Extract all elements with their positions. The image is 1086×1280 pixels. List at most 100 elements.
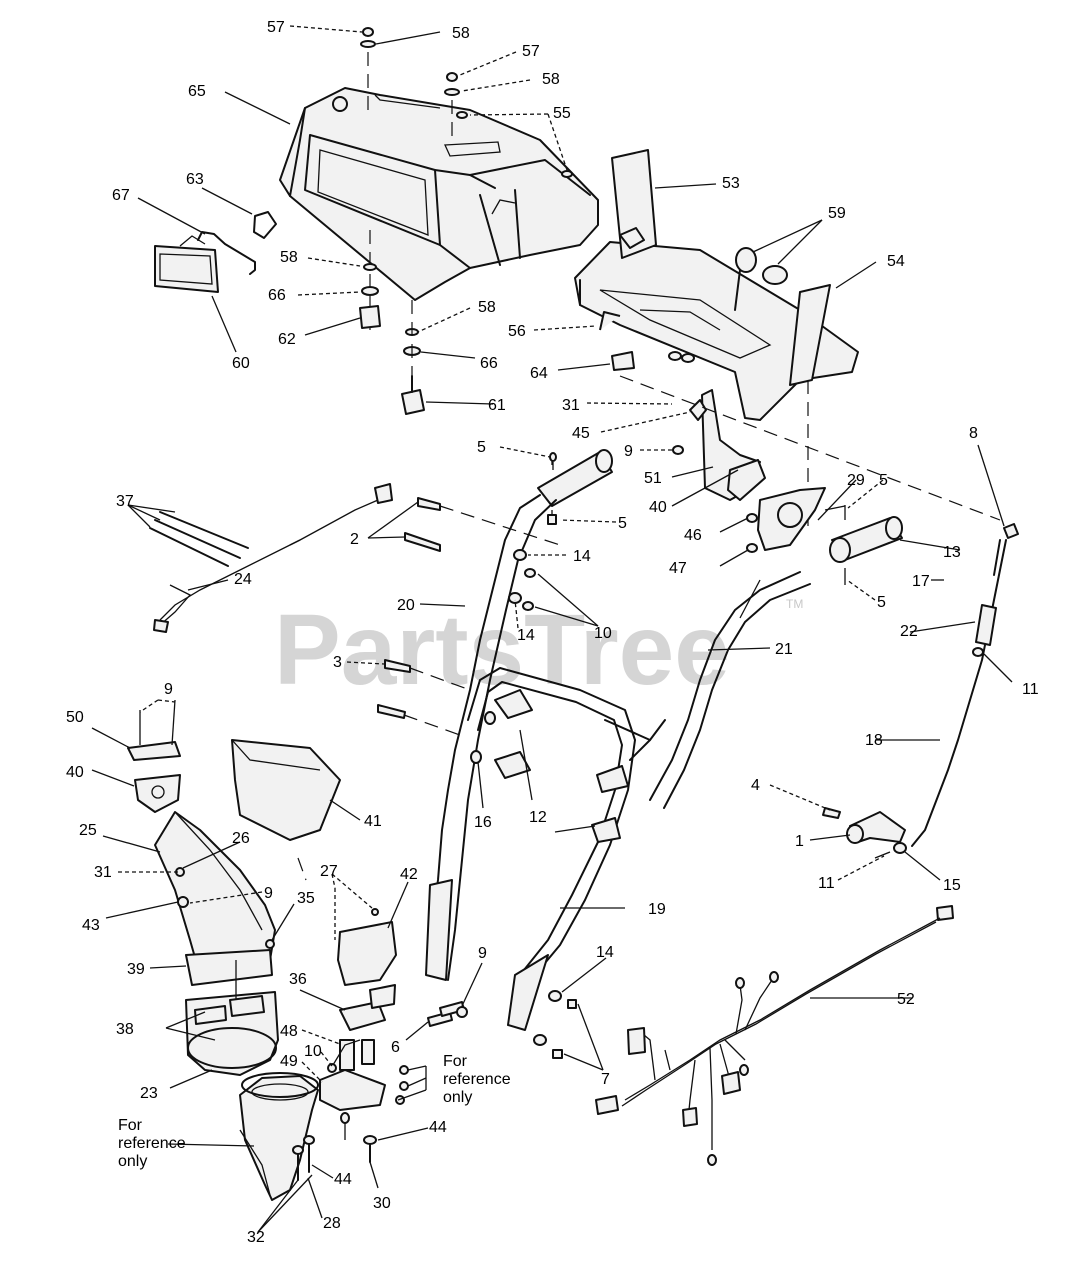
callout-54: 54 [887,253,905,270]
callout-13: 13 [943,544,961,561]
callout-29: 29 [847,472,865,489]
reference-note-line: reference [118,1135,186,1152]
leader-lines [91,25,1013,1233]
reference-note-left: For reference only [118,1117,186,1170]
callout-48: 48 [280,1023,298,1040]
callout-5: 5 [879,472,888,489]
callout-35: 35 [297,890,315,907]
handle-bolts [533,990,577,1059]
callout-51: 51 [644,470,662,487]
callout-52: 52 [897,991,915,1008]
callout-26: 26 [232,830,250,847]
callout-5: 5 [618,515,627,532]
callout-18: 18 [865,732,883,749]
callout-7: 7 [601,1071,610,1088]
reference-note-line: only [443,1089,472,1106]
callout-8: 8 [969,425,978,442]
callout-23: 23 [140,1085,158,1102]
switch-stack [359,230,425,415]
chute-deflector [127,699,341,841]
callout-58: 58 [478,299,496,316]
callout-14: 14 [596,944,614,961]
callout-15: 15 [943,877,961,894]
callout-43: 43 [82,917,100,934]
shift-rod [911,523,1019,847]
callout-9: 9 [624,443,633,460]
callout-39: 39 [127,961,145,978]
callout-4: 4 [751,777,760,794]
callout-20: 20 [397,597,415,614]
gearbox-fasteners [395,1001,468,1105]
callout-25: 25 [79,822,97,839]
callout-5: 5 [477,439,486,456]
callout-65: 65 [188,83,206,100]
callout-16: 16 [474,814,492,831]
callout-14: 14 [573,548,591,565]
callout-58: 58 [452,25,470,42]
callout-32: 32 [247,1229,265,1246]
callout-labels: 57 58 57 58 55 65 53 59 54 67 63 58 66 6… [66,19,1039,1246]
reference-note-line: reference [443,1071,511,1088]
callout-62: 62 [278,331,296,348]
callout-36: 36 [289,971,307,988]
key-and-plate [154,211,277,293]
callout-9: 9 [478,945,487,962]
upper-handle-left [425,449,613,981]
callout-30: 30 [373,1195,391,1212]
chute-tube [154,811,307,986]
callout-44: 44 [429,1119,447,1136]
callout-46: 46 [684,527,702,544]
callout-57: 57 [522,43,540,60]
upper-handle-right [649,505,903,809]
callout-1: 1 [795,833,804,850]
control-panel-console [279,87,599,301]
watermark-text: PartsTree [274,594,730,706]
callout-40: 40 [649,499,667,516]
callout-12: 12 [529,809,547,826]
callout-2: 2 [350,531,359,548]
callout-60: 60 [232,355,250,372]
callout-6: 6 [391,1039,400,1056]
callout-14: 14 [517,627,535,644]
callout-11: 11 [1022,681,1039,698]
callout-53: 53 [722,175,740,192]
callout-63: 63 [186,171,204,188]
callout-22: 22 [900,623,918,640]
reference-note-line: only [118,1153,147,1170]
callout-21: 21 [775,641,793,658]
callout-55: 55 [553,105,571,122]
callout-3: 3 [333,654,342,671]
watermark: PartsTree TM [274,594,803,706]
callout-31: 31 [562,397,580,414]
callout-61: 61 [488,397,506,414]
callout-58: 58 [280,249,298,266]
watermark-trademark: TM [786,597,803,611]
callout-38: 38 [116,1021,134,1038]
reference-note-right: For reference only [443,1053,511,1106]
callout-10: 10 [594,625,612,642]
callout-9: 9 [264,885,273,902]
lower-handle [467,667,666,1031]
cables [149,483,393,633]
callout-41: 41 [364,813,382,830]
callout-31: 31 [94,864,112,881]
callout-37: 37 [116,493,134,510]
chute-control-bracket [672,389,846,553]
callout-64: 64 [530,365,548,382]
callout-44: 44 [334,1171,352,1188]
callout-24: 24 [234,571,252,588]
callout-27: 27 [320,863,338,880]
callout-19: 19 [648,901,666,918]
callout-56: 56 [508,323,526,340]
chute-gearbox [319,888,397,1140]
chute-base-reference [239,1072,319,1201]
callout-45: 45 [572,425,590,442]
callout-17: 17 [912,573,930,590]
chute-ring [185,960,279,1076]
callout-66: 66 [268,287,286,304]
callout-11: 11 [818,875,835,892]
bottom-fasteners [292,1135,377,1181]
callout-67: 67 [112,187,130,204]
callout-40: 40 [66,764,84,781]
